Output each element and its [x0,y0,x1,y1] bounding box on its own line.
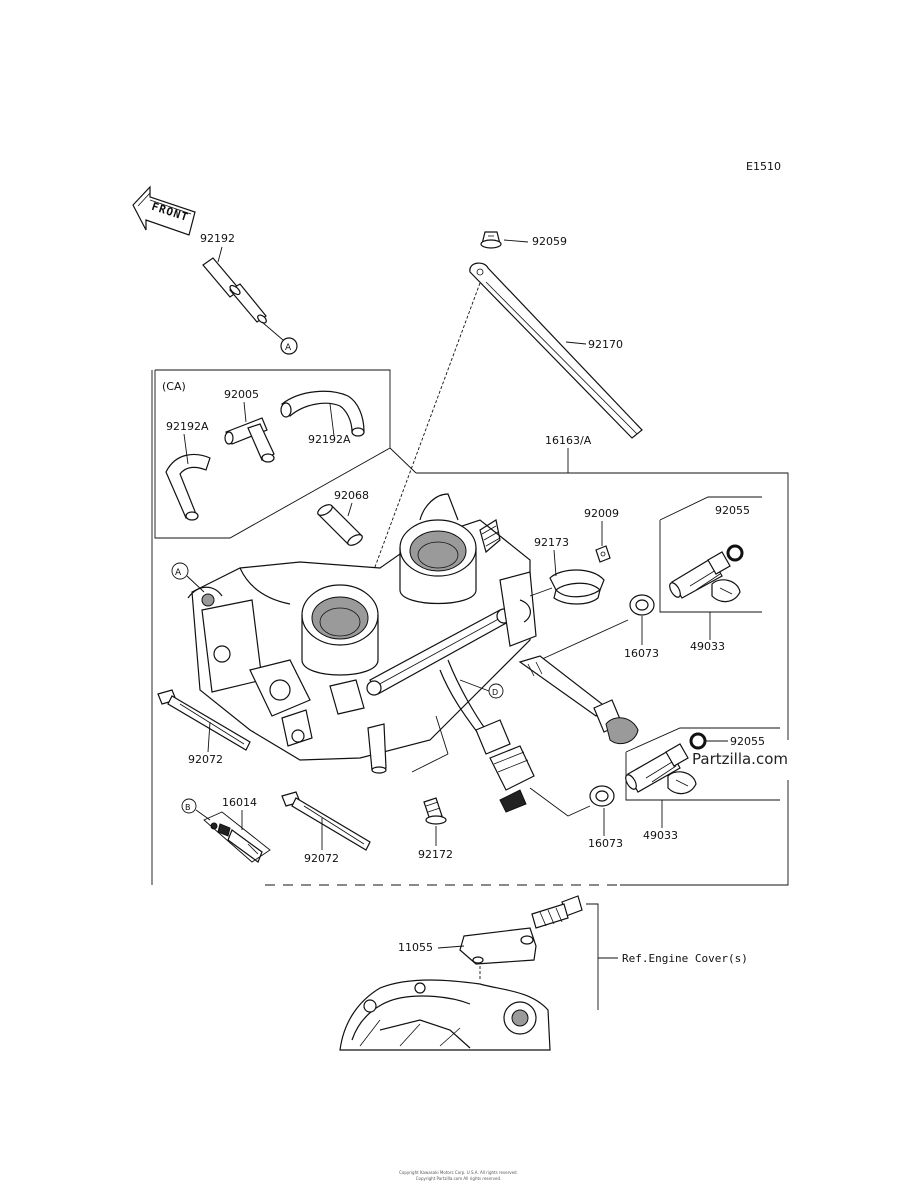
leader-92068 [347,502,353,517]
leader-d [459,679,490,692]
marker-b [181,798,197,814]
leader-92173 [553,549,557,577]
cable-tie-92072-left-icon [157,689,251,751]
part-number-16163: 16163/A [545,434,592,447]
throttle-body-icon [187,493,537,774]
injector-bottom-border [625,727,780,801]
copyright-line-2: Copyright Partzilla.com All rights reser… [415,1176,502,1181]
part-number-92059: 92059 [532,235,567,248]
hose-92192a-right-icon [280,390,365,437]
part-number-92055-top: 92055 [715,504,750,517]
leader-92170 [565,341,587,345]
assembly-frame-diagonal [389,447,417,474]
part-number-92192: 92192 [200,232,235,245]
leader-92172-body [411,753,449,773]
seal-16073-bottom-icon [589,785,615,807]
diagram-code: E1510 [746,160,781,173]
part-number-92170: 92170 [588,338,623,351]
front-arrow-icon: FRONT [132,185,196,236]
injector-49033-top-icon [669,551,741,603]
leader-92173-body [529,587,553,597]
part-number-92068: 92068 [334,489,369,502]
screw-kit-16014-icon [210,822,263,863]
oring-92055-top-icon [726,544,744,562]
hose-92192a-left-icon [165,453,211,521]
leader-92192 [217,246,223,263]
part-number-11055: 11055 [398,941,433,954]
hose-92192-icon [202,257,267,324]
marker-a-top [280,337,298,355]
bolt-engine-icon [531,895,583,929]
leader-92192a-left [183,433,189,465]
part-number-16014: 16014 [222,796,257,809]
leader-a-main [186,575,205,593]
copyright-line-1: Copyright Kawasaki Motors Corp. U.S.A. A… [399,1170,518,1175]
part-number-92172: 92172 [418,848,453,861]
dashed-92059-to-throttle [371,282,481,576]
wire-connector-icon [439,659,535,813]
strap-92170-icon [469,262,643,439]
part-number-92192a-left: 92192A [166,420,209,433]
bracket-11055-icon [459,927,537,965]
screw-92172-icon [423,797,447,825]
oring-92055-bottom-icon [689,732,707,750]
leader-injector-top-to-body [539,619,629,661]
marker-a-main-label: A [175,568,182,578]
bushing-92068-icon [317,504,363,546]
ca-inset-border [154,369,391,539]
cable-tie-92072-bottom-icon [281,791,371,851]
leader-11055 [437,945,465,949]
leader-92192a-right [329,403,335,437]
part-number-92072-left: 92072 [188,753,223,766]
engine-cover-icon [339,979,551,1051]
part-number-92192a-right: 92192A [308,433,351,446]
leader-92072-left [207,721,211,753]
ref-engine-cover-label: Ref.Engine Cover(s) [622,952,748,965]
bolt-92059-icon [480,231,502,249]
leader-injector-bottom-to-body [529,787,591,817]
seal-16073-top-icon [629,594,655,616]
clamp-92173-icon [549,569,605,605]
watermark: Partzilla.com [690,750,790,768]
assembly-frame [151,370,789,886]
part-number-92055-bottom: 92055 [730,735,765,748]
part-number-16073-top: 16073 [624,647,659,660]
sensor-hose-icon [518,655,639,745]
injector-top-border [659,496,762,613]
marker-b-label: B [185,803,191,812]
ca-inset-label: (CA) [162,380,186,393]
leader-92192-a [261,321,284,341]
leader-92172-body-2 [435,715,449,755]
leader-92005 [243,401,247,423]
injector-49033-bottom-icon [625,743,697,795]
part-number-16073-bottom: 16073 [588,837,623,850]
ref-engine-bracket [586,903,618,1010]
marker-a-main [171,562,189,580]
part-number-92072-bottom: 92072 [304,852,339,865]
part-number-92009: 92009 [584,507,619,520]
t-joint-92005-icon [224,417,275,463]
part-number-92173: 92173 [534,536,569,549]
leader-92059 [503,239,529,243]
part-number-49033-top: 49033 [690,640,725,653]
part-number-49033-bottom: 49033 [643,829,678,842]
part-number-92005: 92005 [224,388,259,401]
screw-92009-icon [595,545,611,563]
marker-a-top-label: A [285,343,292,353]
kit-16014-border [203,811,271,863]
marker-d-label: D [492,688,498,697]
